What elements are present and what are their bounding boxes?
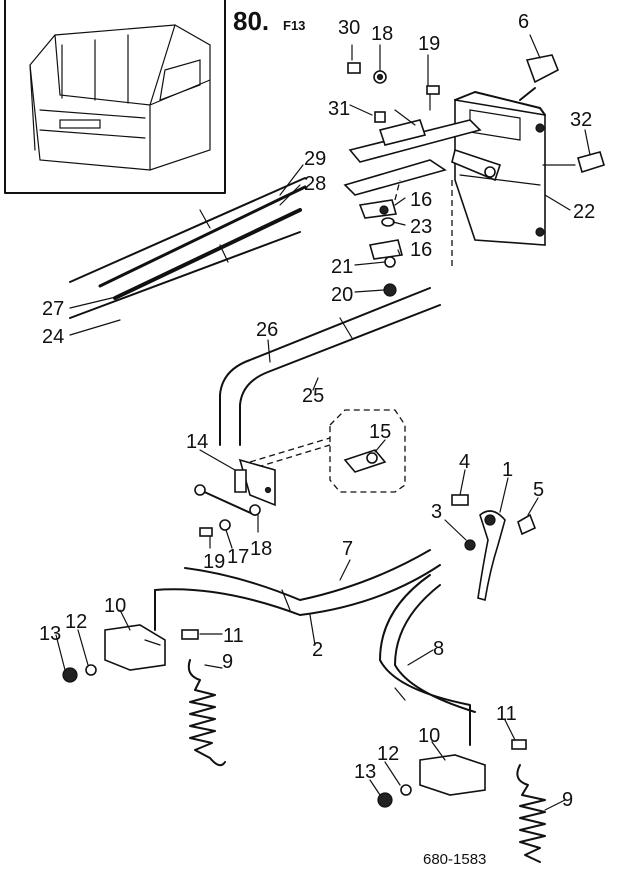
callout-17: 17 [227, 546, 249, 568]
callout-23: 23 [410, 216, 432, 238]
cab-illustration [29, 24, 211, 171]
callout-30: 30 [338, 17, 360, 39]
mechanism-housing [454, 87, 546, 246]
callout-19-mid: 19 [203, 551, 225, 573]
callout-9-left: 9 [222, 651, 233, 673]
callout-16-lower: 16 [410, 239, 432, 261]
callout-12-left: 12 [65, 611, 87, 633]
callout-22: 22 [573, 201, 595, 223]
callout-12-right: 12 [377, 743, 399, 765]
rod-8 [379, 574, 476, 746]
callout-32: 32 [570, 109, 592, 131]
drawing-number: 680-1583 [423, 851, 486, 868]
callout-7: 7 [342, 538, 353, 560]
callout-18-top: 18 [371, 23, 393, 45]
lower-left-bracket [62, 624, 199, 683]
callout-16-upper: 16 [410, 189, 432, 211]
callout-11-right: 11 [496, 703, 517, 725]
callout-10-left: 10 [104, 595, 126, 617]
page-suffix: F13 [283, 18, 305, 33]
callout-13-right: 13 [354, 761, 376, 783]
callout-2: 2 [312, 639, 323, 661]
callout-9-right: 9 [562, 789, 573, 811]
callout-29: 29 [304, 148, 326, 170]
link-plate [343, 91, 502, 196]
spring-left [187, 659, 226, 767]
callout-6: 6 [518, 11, 529, 33]
leader-lines [55, 34, 591, 811]
callout-24: 24 [42, 326, 64, 348]
callout-11-left: 11 [223, 625, 244, 647]
callout-19-top: 19 [418, 33, 440, 55]
rods-upper [69, 177, 307, 319]
callout-3: 3 [431, 501, 442, 523]
callout-13-left: 13 [39, 623, 61, 645]
lever-1 [451, 494, 537, 602]
rods-middle [219, 287, 441, 446]
callout-5: 5 [533, 479, 544, 501]
callout-4: 4 [459, 451, 470, 473]
fasteners-top [347, 54, 605, 174]
bracket-14 [194, 458, 276, 537]
clamps [358, 179, 453, 297]
callout-31: 31 [328, 98, 350, 120]
callout-28: 28 [304, 173, 326, 195]
callout-1: 1 [502, 459, 513, 481]
lower-right-bracket [377, 739, 527, 808]
page-number: 80. [233, 6, 269, 36]
callout-10-right: 10 [418, 725, 440, 747]
callout-21: 21 [331, 256, 353, 278]
callout-8: 8 [433, 638, 444, 660]
rods-lower [154, 549, 441, 631]
callout-labels: 30 18 19 6 31 32 22 29 28 16 23 21 16 20… [39, 11, 595, 811]
callout-20: 20 [331, 284, 353, 306]
callout-15: 15 [369, 421, 391, 443]
callout-25: 25 [302, 385, 324, 407]
callout-14: 14 [186, 431, 208, 453]
callout-26: 26 [256, 319, 278, 341]
spring-right [516, 764, 546, 863]
callout-27: 27 [42, 298, 64, 320]
cab-inset: 80. F13 [4, 0, 305, 194]
callout-18-mid: 18 [250, 538, 272, 560]
